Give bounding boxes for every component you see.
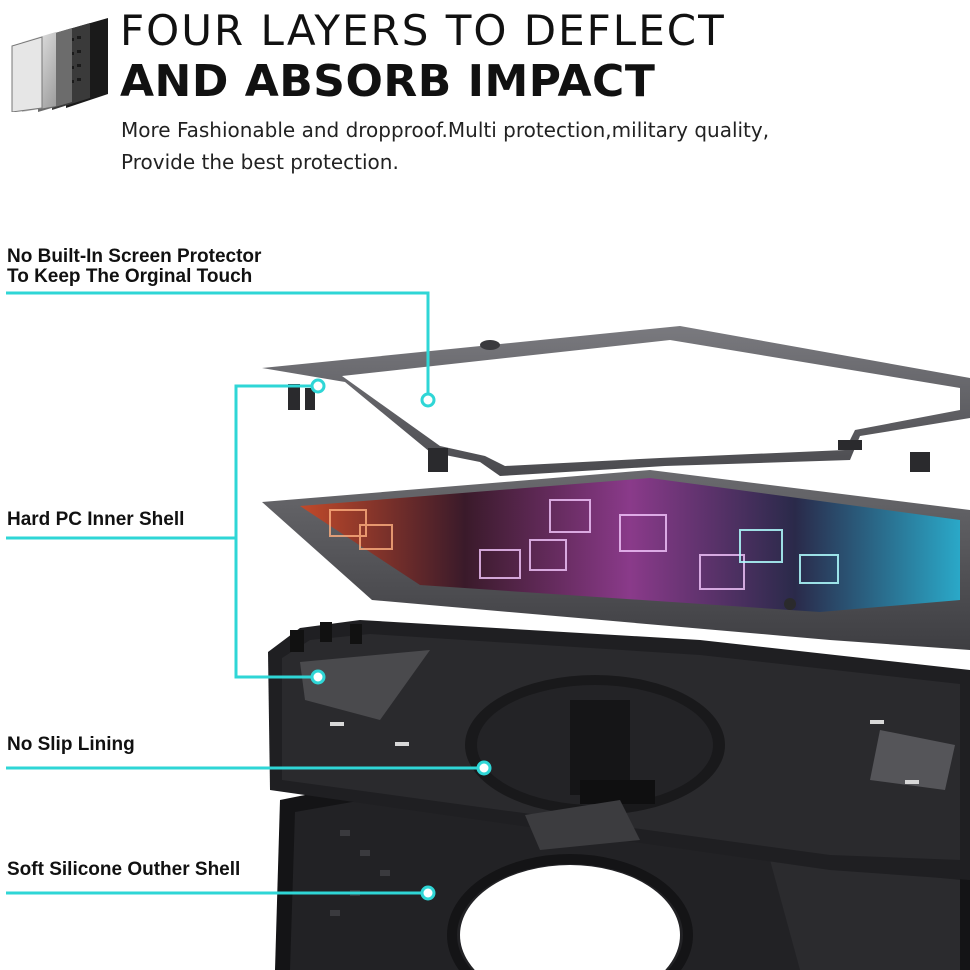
callout-label-screen-protector-line-2: To Keep The Orginal Touch (7, 266, 253, 287)
callout-label-screen-protector-line-1: No Built-In Screen Protector (7, 246, 262, 267)
layers-icon (11, 18, 108, 112)
callout-label-lining: No Slip Lining (7, 734, 135, 755)
rotating-case (268, 620, 970, 880)
callout-label-inner-shell: Hard PC Inner Shell (7, 509, 185, 530)
subtitle-line-1: More Fashionable and dropproof.Multi pro… (121, 118, 770, 142)
callout-label-outer-shell: Soft Silicone Outher Shell (7, 859, 241, 880)
title-line-2: AND ABSORB IMPACT (120, 56, 656, 107)
callout-label-screen-protector: No Built-In Screen Protector To Keep The… (7, 247, 261, 287)
title-line-1: FOUR LAYERS TO DEFLECT (120, 6, 726, 55)
tablet-with-inner-shell (262, 470, 970, 650)
subtitle-line-2: Provide the best protection. (121, 150, 399, 174)
subtitle: More Fashionable and dropproof.Multi pro… (121, 114, 921, 178)
screen-frame (262, 326, 970, 476)
